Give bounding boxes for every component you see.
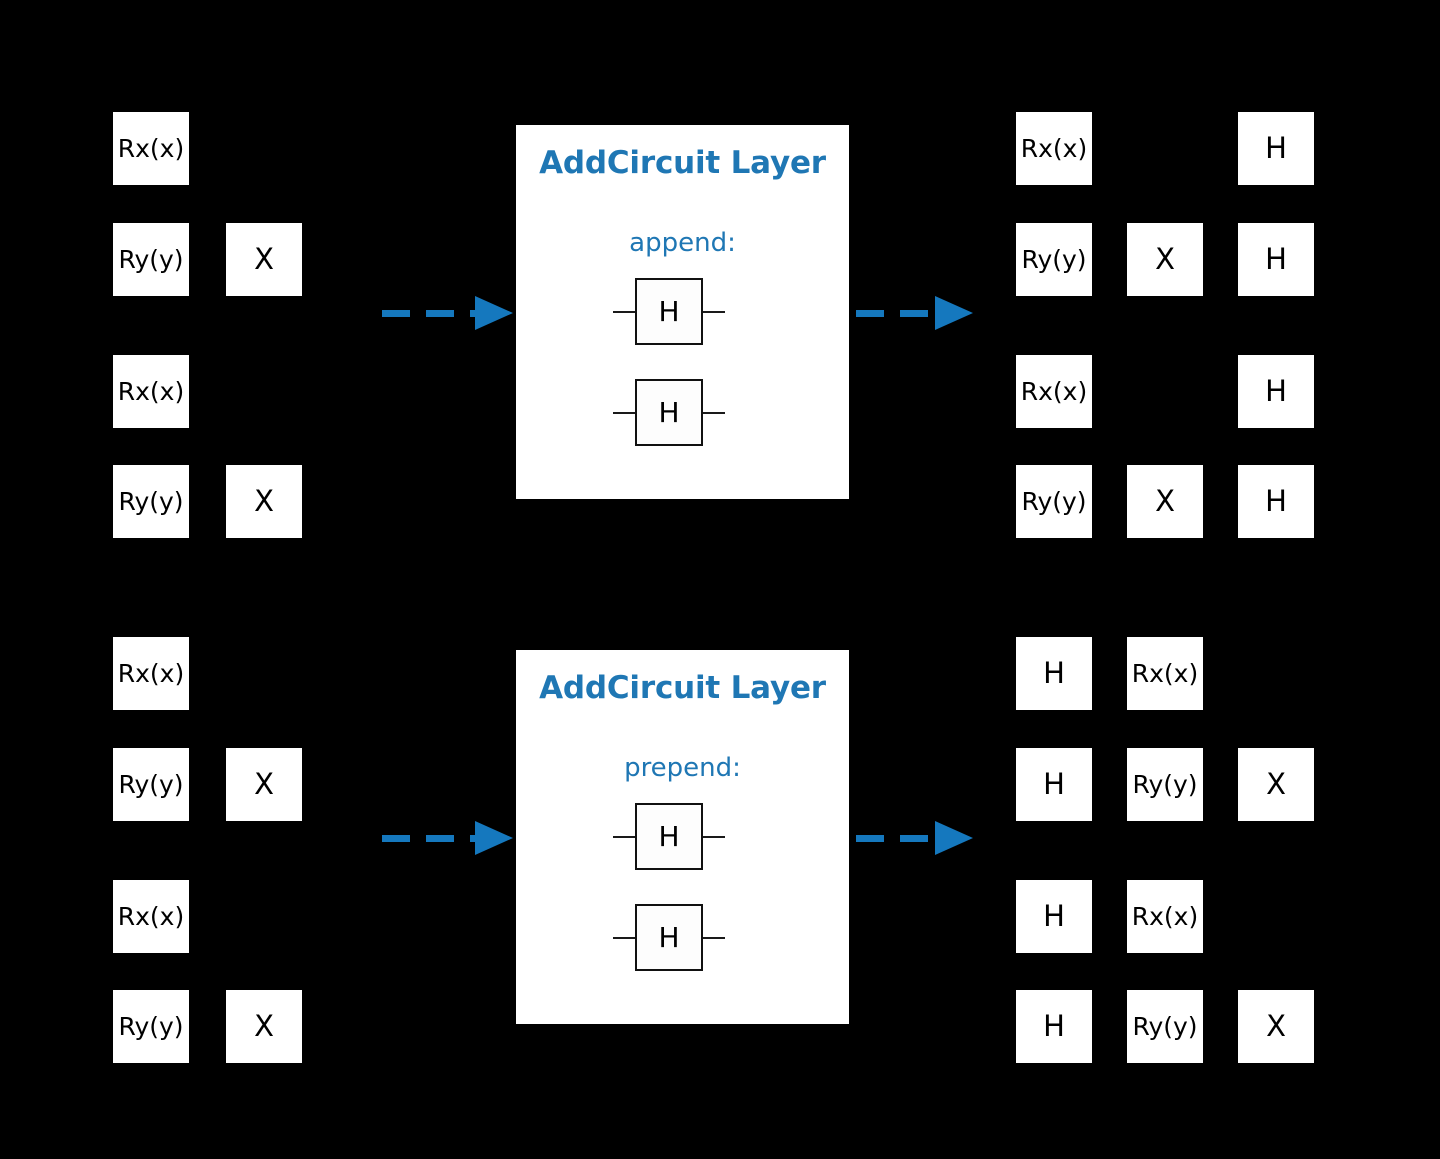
panel-mode-label: prepend: bbox=[624, 753, 741, 783]
append-addcircuit-panel: AddCircuit Layer append: H H bbox=[516, 125, 849, 499]
gate-x-q3: X bbox=[226, 990, 302, 1063]
arrow-head-icon bbox=[475, 821, 513, 855]
dashed-arrow-right-icon bbox=[856, 834, 936, 842]
gate-x-q1: X bbox=[226, 748, 302, 821]
wire-right bbox=[703, 310, 725, 313]
gate-h-q3: H bbox=[1238, 465, 1314, 538]
gate-h-q2: H bbox=[1238, 355, 1314, 428]
prepend-arrow-out bbox=[856, 821, 973, 855]
dashed-arrow-right-icon bbox=[856, 309, 936, 317]
gate-ry-q3: Ry(y) bbox=[113, 990, 189, 1063]
gate-h-q0: H bbox=[1238, 112, 1314, 185]
wire-left bbox=[613, 411, 635, 414]
gate-rx-q2: Rx(x) bbox=[113, 880, 189, 953]
gate-rx-q0: Rx(x) bbox=[1127, 637, 1203, 710]
gate-h-q2: H bbox=[1016, 880, 1092, 953]
wire-right bbox=[703, 936, 725, 939]
panel-gate-h-1: H bbox=[613, 904, 725, 971]
prepend-addcircuit-panel: AddCircuit Layer prepend: H H bbox=[516, 650, 849, 1024]
gate-ry-q1: Ry(y) bbox=[1016, 223, 1092, 296]
panel-title: AddCircuit Layer bbox=[539, 670, 826, 706]
gate-ry-q1: Ry(y) bbox=[113, 223, 189, 296]
arrow-head-icon bbox=[475, 296, 513, 330]
append-arrow-out bbox=[856, 296, 973, 330]
arrow-head-icon bbox=[935, 821, 973, 855]
dashed-arrow-right-icon bbox=[382, 309, 476, 317]
gate-x-q3: X bbox=[1238, 990, 1314, 1063]
wire-right bbox=[703, 835, 725, 838]
gate-h-q1: H bbox=[1238, 223, 1314, 296]
dashed-arrow-right-icon bbox=[382, 834, 476, 842]
gate-h-q0: H bbox=[1016, 637, 1092, 710]
gate-x-q3: X bbox=[226, 465, 302, 538]
wire-right bbox=[703, 411, 725, 414]
panel-gate-h-1: H bbox=[613, 379, 725, 446]
gate-rx-q2: Rx(x) bbox=[113, 355, 189, 428]
gate-ry-q3: Ry(y) bbox=[113, 465, 189, 538]
append-arrow-in bbox=[382, 296, 513, 330]
h-gate-box: H bbox=[635, 379, 703, 446]
gate-ry-q3: Ry(y) bbox=[1127, 990, 1203, 1063]
gate-ry-q1: Ry(y) bbox=[1127, 748, 1203, 821]
gate-ry-q3: Ry(y) bbox=[1016, 465, 1092, 538]
gate-h-q3: H bbox=[1016, 990, 1092, 1063]
wire-left bbox=[613, 936, 635, 939]
gate-x-q3: X bbox=[1127, 465, 1203, 538]
panel-gate-h-0: H bbox=[613, 278, 725, 345]
gate-rx-q2: Rx(x) bbox=[1127, 880, 1203, 953]
gate-x-q1: X bbox=[1127, 223, 1203, 296]
arrow-head-icon bbox=[935, 296, 973, 330]
h-gate-box: H bbox=[635, 803, 703, 870]
panel-title: AddCircuit Layer bbox=[539, 145, 826, 181]
gate-rx-q0: Rx(x) bbox=[1016, 112, 1092, 185]
h-gate-box: H bbox=[635, 278, 703, 345]
h-gate-box: H bbox=[635, 904, 703, 971]
gate-x-q1: X bbox=[1238, 748, 1314, 821]
gate-rx-q0: Rx(x) bbox=[113, 112, 189, 185]
panel-gate-h-0: H bbox=[613, 803, 725, 870]
gate-rx-q0: Rx(x) bbox=[113, 637, 189, 710]
wire-left bbox=[613, 310, 635, 313]
gate-x-q1: X bbox=[226, 223, 302, 296]
panel-mode-label: append: bbox=[629, 228, 736, 258]
gate-h-q1: H bbox=[1016, 748, 1092, 821]
prepend-arrow-in bbox=[382, 821, 513, 855]
wire-left bbox=[613, 835, 635, 838]
gate-rx-q2: Rx(x) bbox=[1016, 355, 1092, 428]
gate-ry-q1: Ry(y) bbox=[113, 748, 189, 821]
